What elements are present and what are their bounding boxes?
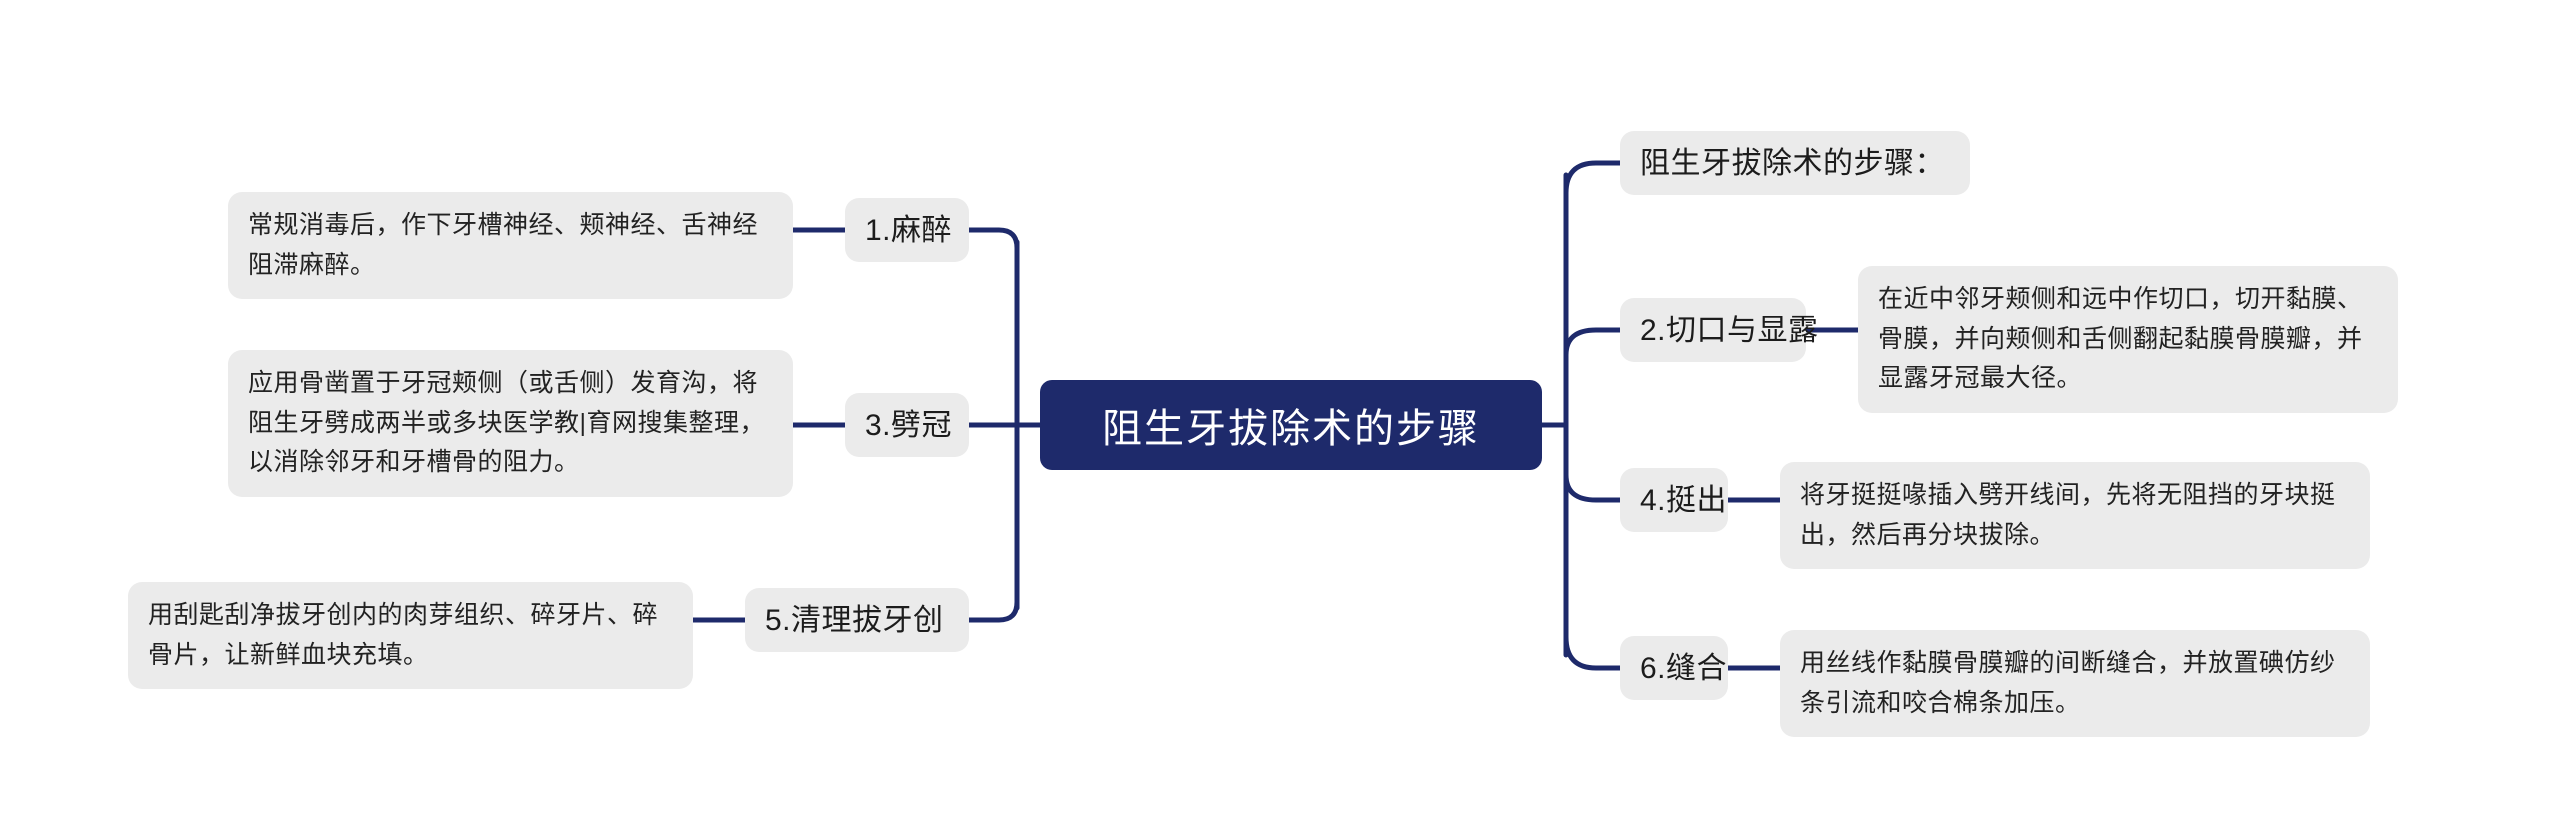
- right-detail-4-text: 将牙挺挺喙插入劈开线间，先将无阻挡的牙块挺出，然后再分块拔除。: [1800, 481, 2336, 549]
- root-node[interactable]: 阻生牙拔除术的步骤: [1040, 380, 1542, 470]
- right-branch-1[interactable]: 阻生牙拔除术的步骤：: [1620, 131, 1970, 195]
- right-branch-4-label: 4.挺出: [1640, 483, 1728, 517]
- right-elbow-6: [1563, 634, 1623, 671]
- right-branch-2-label: 2.切口与显露: [1640, 313, 1819, 347]
- right-branch-6-label: 6.缝合: [1640, 651, 1728, 685]
- right-elbow-2: [1563, 327, 1623, 358]
- left-branch-5[interactable]: 5.清理拔牙创: [745, 588, 969, 652]
- left-detail-1: 常规消毒后，作下牙槽神经、颊神经、舌神经阻滞麻醉。: [228, 192, 793, 299]
- right-detail-2: 在近中邻牙颊侧和远中作切口，切开黏膜、骨膜，并向颊侧和舌侧翻起黏膜骨膜瓣，并显露…: [1858, 266, 2398, 413]
- right-branch-6[interactable]: 6.缝合: [1620, 636, 1728, 700]
- left-branch-1[interactable]: 1.麻醉: [845, 198, 969, 262]
- right-branch-1-label: 阻生牙拔除术的步骤：: [1640, 146, 1945, 180]
- right-branch-4[interactable]: 4.挺出: [1620, 468, 1728, 532]
- right-detail-4: 将牙挺挺喙插入劈开线间，先将无阻挡的牙块挺出，然后再分块拔除。: [1780, 462, 2370, 569]
- right-elbow-4: [1563, 472, 1623, 503]
- right-elbow-1: [1563, 160, 1623, 196]
- left-branch-3[interactable]: 3.劈冠: [845, 393, 969, 457]
- right-detail-2-text: 在近中邻牙颊侧和远中作切口，切开黏膜、骨膜，并向颊侧和舌侧翻起黏膜骨膜瓣，并显露…: [1878, 285, 2363, 392]
- right-detail-6-text: 用丝线作黏膜骨膜瓣的间断缝合，并放置碘仿纱条引流和咬合棉条加压。: [1800, 649, 2336, 717]
- root-label: 阻生牙拔除术的步骤: [1102, 407, 1480, 451]
- left-detail-5: 用刮匙刮净拔牙创内的肉芽组织、碎牙片、碎骨片，让新鲜血块充填。: [128, 582, 693, 689]
- left-branch-3-label: 3.劈冠: [865, 408, 953, 442]
- left-detail-5-text: 用刮匙刮净拔牙创内的肉芽组织、碎牙片、碎骨片，让新鲜血块充填。: [148, 601, 659, 669]
- left-detail-1-text: 常规消毒后，作下牙槽神经、颊神经、舌神经阻滞麻醉。: [248, 211, 759, 279]
- right-detail-6: 用丝线作黏膜骨膜瓣的间断缝合，并放置碘仿纱条引流和咬合棉条加压。: [1780, 630, 2370, 737]
- left-detail-3: 应用骨凿置于牙冠颊侧（或舌侧）发育沟，将阻生牙劈成两半或多块医学教|育网搜集整理…: [228, 350, 793, 497]
- left-branch-5-label: 5.清理拔牙创: [765, 603, 944, 637]
- right-branch-2[interactable]: 2.切口与显露: [1620, 298, 1818, 362]
- left-detail-3-text: 应用骨凿置于牙冠颊侧（或舌侧）发育沟，将阻生牙劈成两半或多块医学教|育网搜集整理…: [248, 369, 765, 476]
- left-branch-1-label: 1.麻醉: [865, 213, 953, 247]
